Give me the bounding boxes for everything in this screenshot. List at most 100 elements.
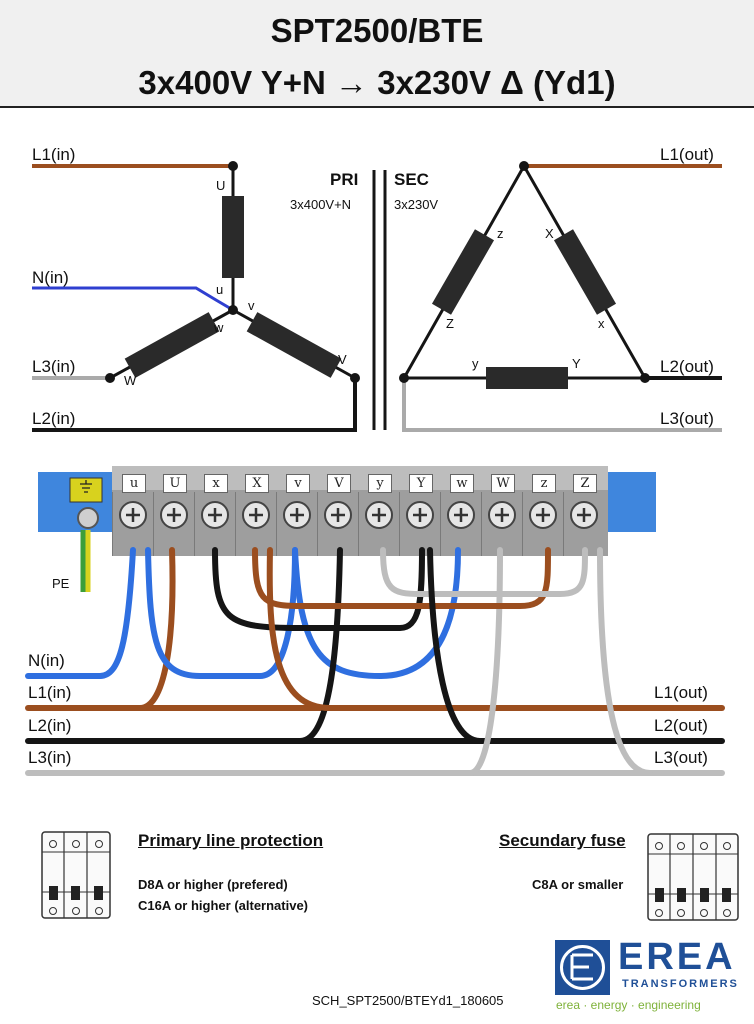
terminal-label-w: w <box>450 474 474 493</box>
wire-X-z-bridge <box>252 547 551 609</box>
title-model: SPT2500/BTE <box>270 12 484 49</box>
winding-label-X: X <box>545 226 554 241</box>
terminal-label-Z: Z <box>573 474 597 493</box>
label-pri: PRI <box>330 170 359 189</box>
screw-slot-icon <box>454 508 468 522</box>
title-configuration: 3x400V Y+N → 3x230V Δ (Yd1) <box>138 64 616 101</box>
winding-U-coil <box>222 196 244 278</box>
winding-label-V: V <box>338 352 347 367</box>
wire-label-l3-in: L3(in) <box>28 748 72 767</box>
winding-label-z: z <box>497 226 504 241</box>
winding-V-coil <box>246 312 342 378</box>
wire-label-l3-out: L3(out) <box>654 748 708 767</box>
wire-Z-l3-out <box>597 547 653 776</box>
node-star-point <box>228 305 238 315</box>
winding-label-U: U <box>216 178 226 193</box>
node-W <box>105 373 115 383</box>
secondary-breaker-icon <box>647 833 739 921</box>
wire-label-n-in: N(in) <box>28 651 65 670</box>
secondary-fuse-title: Secundary fuse <box>499 831 626 850</box>
label-l3-out: L3(out) <box>660 409 714 428</box>
screw-slot-icon <box>413 508 427 522</box>
terminal-label-u: u <box>122 474 146 493</box>
wire-label-l1-in: L1(in) <box>28 683 72 702</box>
label-l1-out: L1(out) <box>660 145 714 164</box>
wire-Y-l2-out <box>427 547 483 744</box>
node-delta-top <box>519 161 529 171</box>
terminal-label-V: V <box>327 474 351 493</box>
wire-neutral-bridge-v <box>145 547 298 679</box>
screw-slot-icon <box>167 508 181 522</box>
winding-label-Z: Z <box>446 316 454 331</box>
wire-u-neutral <box>97 547 136 679</box>
label-pri-voltage: 3x400V+N <box>290 197 352 212</box>
terminal-label-W: W <box>491 474 515 493</box>
winding-label-x: x <box>598 316 605 331</box>
node-U <box>228 161 238 171</box>
screw-slot-icon <box>208 508 222 522</box>
erea-logo-emblem <box>555 940 610 995</box>
secondary-fuse-line1: C8A or smaller <box>532 877 624 892</box>
winding-label-v: v <box>248 298 255 313</box>
logo-name: EREA <box>618 936 736 978</box>
wire-neutral-bridge-w <box>292 547 461 680</box>
screw-slot-icon <box>126 508 140 522</box>
secondary-delta-schematic <box>399 161 722 432</box>
winding-label-u: u <box>216 282 224 297</box>
terminal-screws <box>112 492 598 556</box>
logo-subtitle: TRANSFORMERS <box>622 978 739 990</box>
terminal-label-v: v <box>286 474 310 493</box>
screw-slot-icon <box>577 508 591 522</box>
terminal-block <box>38 466 656 592</box>
wiring-harness <box>25 547 725 776</box>
winding-X-coil <box>553 229 617 315</box>
screw-slot-icon <box>290 508 304 522</box>
delta-triangle <box>401 162 648 380</box>
screw-slot-icon <box>495 508 509 522</box>
secondary-l3-line <box>402 378 722 432</box>
winding-Y-coil <box>486 367 568 389</box>
node-V <box>350 373 360 383</box>
ground-icon <box>80 480 92 493</box>
primary-protection-title: Primary line protection <box>138 831 324 850</box>
label-l2-out: L2(out) <box>660 357 714 376</box>
label-l1-in: L1(in) <box>32 145 76 164</box>
document-reference: SCH_SPT2500/BTEYd1_180605 <box>312 993 504 1008</box>
winding-label-y: y <box>472 356 479 371</box>
label-pe: PE <box>52 576 70 591</box>
terminal-label-Y: Y <box>409 474 433 493</box>
primary-l2-line <box>32 378 357 432</box>
wire-X-l1-out <box>266 547 333 711</box>
terminal-label-z: z <box>532 474 556 493</box>
wire-label-l1-out: L1(out) <box>654 683 708 702</box>
primary-protection-line2: C16A or higher (alternative) <box>138 898 309 913</box>
label-l2-in: L2(in) <box>32 409 76 428</box>
wire-y-Z-bridge <box>380 547 588 597</box>
terminal-label-X: X <box>245 474 269 493</box>
earth-screw <box>77 507 99 529</box>
logo-tagline: erea · energy · engineering <box>556 998 701 1012</box>
winding-label-w: w <box>214 320 224 335</box>
wire-label-l2-out: L2(out) <box>654 716 708 735</box>
terminal-label-U: U <box>163 474 187 493</box>
winding-label-Y: Y <box>572 356 581 371</box>
winding-label-W: W <box>124 373 137 388</box>
label-n-in: N(in) <box>32 268 69 287</box>
label-sec: SEC <box>394 170 429 189</box>
screw-slot-icon <box>536 508 550 522</box>
winding-W-coil <box>124 312 220 378</box>
label-sec-voltage: 3x230V <box>394 197 439 212</box>
screw-slot-icon <box>331 508 345 522</box>
terminal-label-y: y <box>368 474 392 493</box>
screw-slot-icon <box>372 508 386 522</box>
primary-breaker-icon <box>41 831 111 919</box>
node-delta-right <box>640 373 650 383</box>
primary-star-schematic <box>32 161 360 432</box>
wire-V-l2 <box>297 547 343 744</box>
title-banner: SPT2500/BTE 3x400V Y+N → 3x230V Δ (Yd1) <box>0 0 754 108</box>
primary-protection-line1: D8A or higher (prefered) <box>138 877 288 892</box>
label-l3-in: L3(in) <box>32 357 76 376</box>
terminal-housing-top <box>112 466 608 490</box>
primary-n-line <box>32 286 234 312</box>
